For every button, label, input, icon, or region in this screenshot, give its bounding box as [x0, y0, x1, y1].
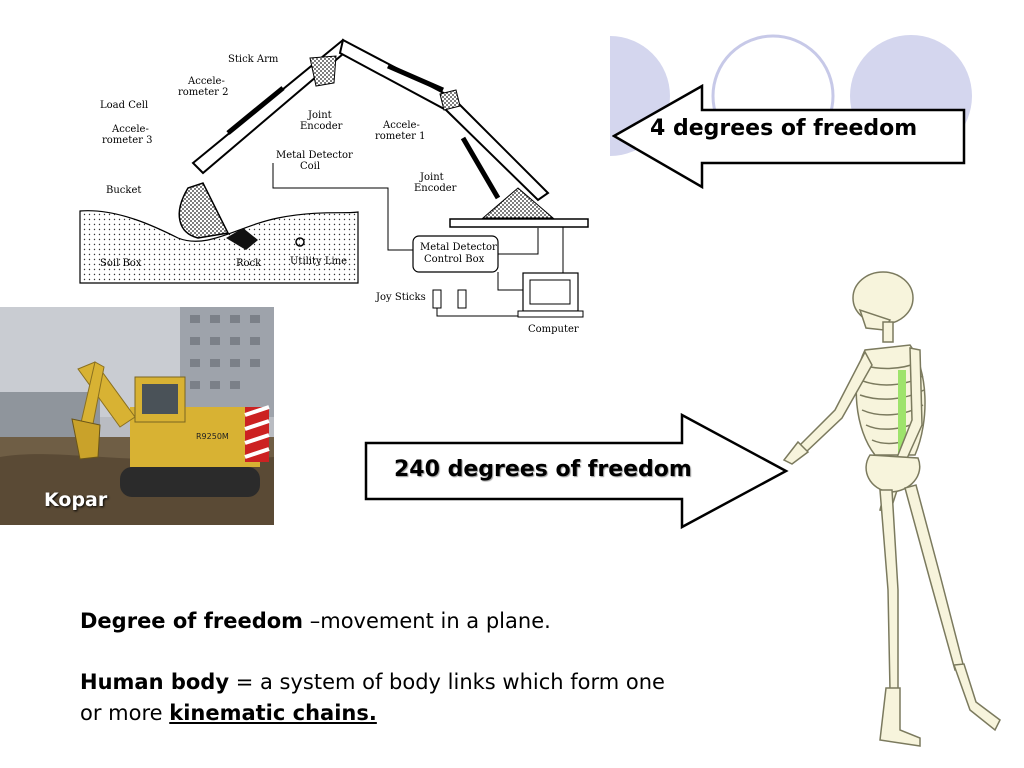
left-hand: [782, 440, 810, 465]
dof-definition: Degree of freedom –movement in a plane.: [80, 606, 680, 637]
excavator-bucket: [71, 418, 101, 460]
label-computer: Computer: [528, 324, 579, 335]
computer-base: [517, 310, 584, 318]
human-skeleton: [782, 271, 1001, 747]
label-utility-line: Utility Line: [290, 256, 347, 267]
label-soil-box: Soil Box: [100, 258, 142, 269]
excavator-tracks: [120, 467, 260, 497]
kinematic-chains-link[interactable]: kinematic chains.: [169, 701, 377, 725]
label-accelerometer1: Accele-rometer 1: [375, 120, 425, 142]
label-stick-arm: Stick Arm: [228, 54, 279, 65]
right-leg: [904, 484, 965, 671]
photo-caption: Kopar: [44, 489, 108, 511]
arrow-240-dof: [364, 413, 789, 530]
joint-encoder-mid: [439, 89, 461, 111]
label-bucket: Bucket: [106, 185, 141, 196]
excavator-photo-drawing: R9250M: [0, 307, 274, 525]
joystick-right: [457, 289, 467, 309]
wiring: [272, 163, 564, 317]
bucket-shape: [178, 182, 230, 239]
machine-model-text: R9250M: [196, 432, 229, 441]
left-leg: [879, 489, 899, 691]
computer-screen: [529, 279, 571, 305]
left-foot: [879, 687, 921, 747]
label-rock: Rock: [236, 258, 262, 269]
joint-encoder-top: [309, 55, 337, 87]
machine-platform: [449, 218, 589, 228]
soil-box: [79, 210, 359, 284]
excavator-photo: R9250M Kopar: [0, 307, 274, 525]
rock-shape: [226, 228, 258, 250]
human-body-description: = a system of body links which form one …: [80, 670, 665, 725]
label-accelerometer3: Accele-rometer 3: [102, 124, 152, 146]
joystick-left: [432, 289, 442, 309]
utility-line-marker: [295, 237, 305, 247]
arrow-4-dof-label: 4 degrees of freedom: [650, 116, 918, 141]
arrow-240-dof-label: 240 degrees of freedom: [394, 457, 692, 482]
spine-highlight: [898, 370, 906, 460]
right-foot: [952, 663, 1001, 732]
label-accelerometer2: Accele-rometer 2: [178, 76, 228, 98]
label-joy-sticks: Joy Sticks: [375, 292, 426, 303]
arrow-4-dof: [612, 84, 966, 190]
excavator-diagram: Stick Arm Accele-rometer 2 Load Cell Acc…: [79, 38, 589, 335]
human-body-term: Human body: [80, 670, 230, 694]
excavator-arm: [191, 38, 550, 202]
joint-encoder-base: [481, 187, 555, 219]
label-load-cell: Load Cell: [100, 100, 148, 111]
dof-term: Degree of freedom: [80, 609, 304, 633]
human-body-definition: Human body = a system of body links whic…: [80, 667, 680, 729]
dof-description: –movement in a plane.: [303, 609, 551, 633]
neck: [882, 321, 894, 343]
definition-text: Degree of freedom –movement in a plane. …: [80, 606, 680, 729]
